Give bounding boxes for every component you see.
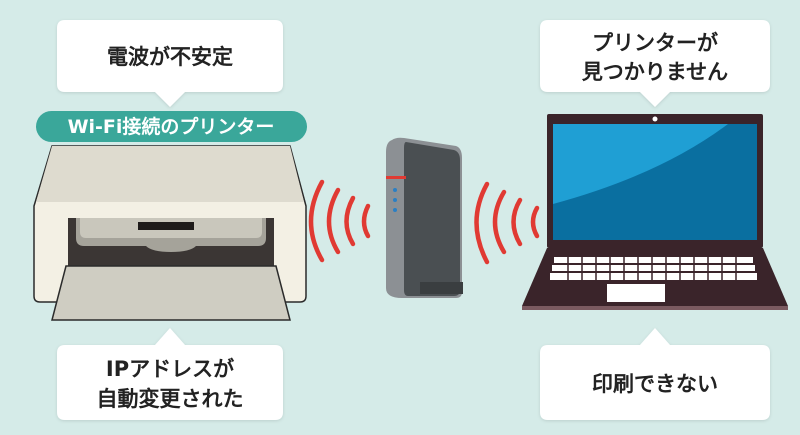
wifi-waves-left-icon: [308, 179, 371, 263]
printer-icon: [33, 145, 307, 321]
printer-label-pill: Wi-Fi接続のプリンター: [36, 111, 307, 142]
wifi-waves-right-icon: [474, 181, 540, 265]
keyboard: [550, 257, 757, 280]
bubble-text-line2: 見つかりません: [582, 60, 728, 84]
printer-label-text: Wi-Fi接続のプリンター: [68, 115, 275, 138]
bubble-text-line2: 自動変更された: [97, 387, 244, 411]
bubble-ip-changed: IPアドレスが 自動変更された: [57, 328, 283, 420]
bubble-text: 電波が不安定: [107, 45, 233, 69]
bubble-signal-unstable: 電波が不安定: [57, 20, 283, 107]
router-icon: [386, 137, 463, 298]
bubble-cannot-print: 印刷できない: [540, 328, 770, 420]
bubble-text: 印刷できない: [592, 372, 718, 396]
laptop-icon: [522, 114, 788, 310]
bubble-printer-not-found: プリンターが 見つかりません: [540, 20, 770, 107]
bubble-text-line1: プリンターが: [592, 31, 718, 55]
keyboard-key-gaps: [567, 255, 737, 282]
bubble-text-line1: IPアドレスが: [106, 357, 234, 381]
